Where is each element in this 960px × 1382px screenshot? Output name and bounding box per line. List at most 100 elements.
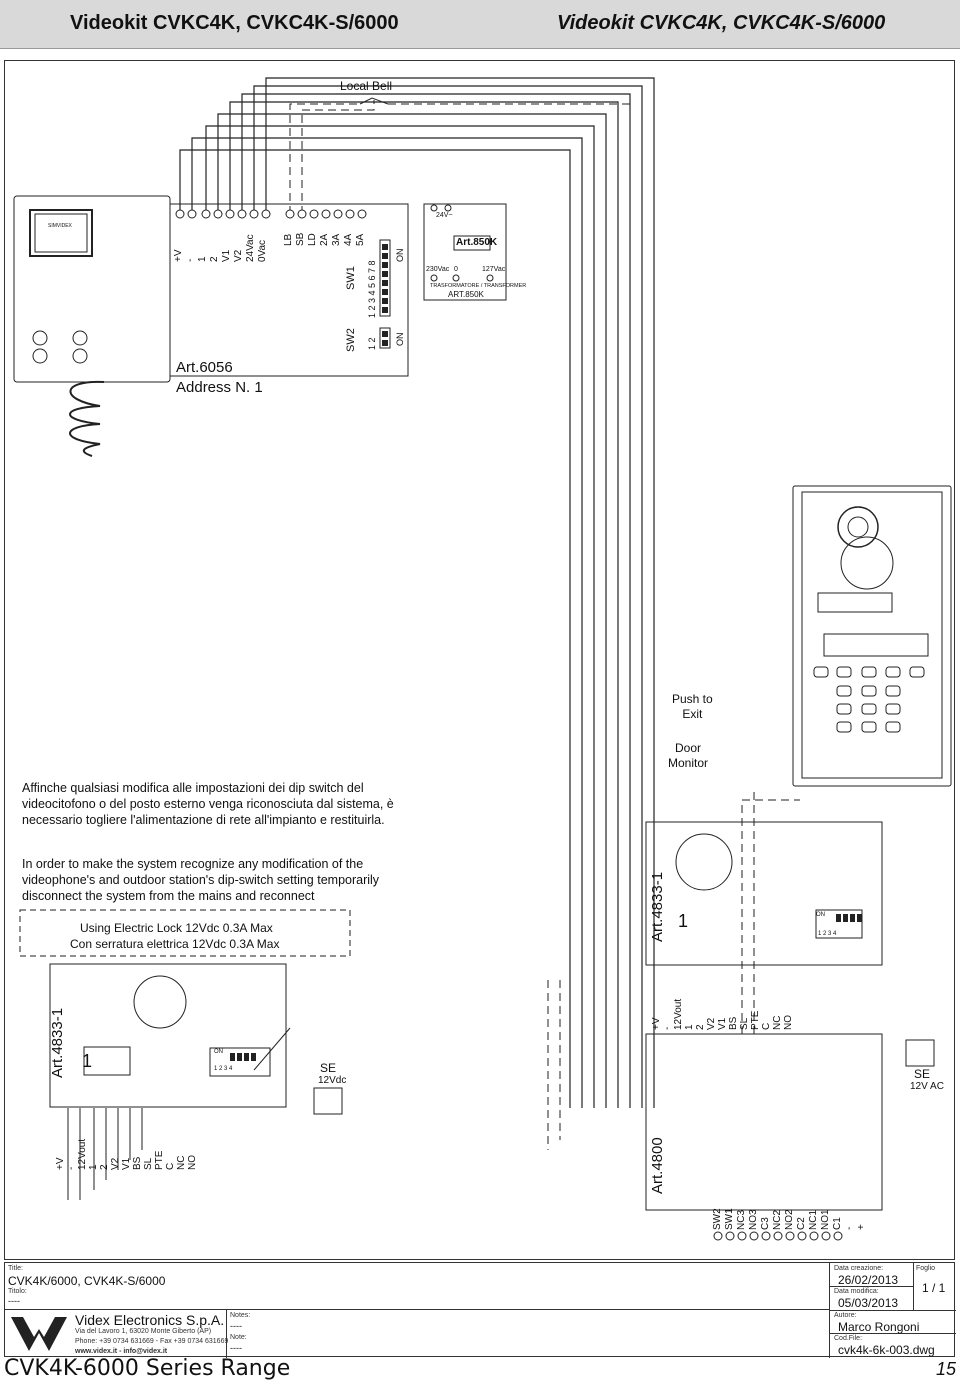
monitor-terminal-label: 3A xyxy=(331,233,342,246)
note-italian: Affinche qualsiasi modifica alle imposta… xyxy=(22,781,394,827)
power-unit-terminal-label: NO3 xyxy=(748,1209,759,1230)
monitor-address: Address N. 1 xyxy=(176,379,263,396)
sw1-on: ON xyxy=(395,248,405,263)
monitor-terminal-label: LD xyxy=(307,233,318,246)
tb-titolo-value: ---- xyxy=(8,1296,20,1306)
module-right-terminal-label: PTE xyxy=(750,1010,761,1030)
module-left-dip-numbers: 1 2 3 4 xyxy=(214,1066,233,1072)
lock-se-left xyxy=(313,1087,343,1115)
module-right-terminal-label: SL xyxy=(739,1017,750,1030)
power-unit-terminal-label: C1 xyxy=(832,1217,843,1230)
power-unit-terminal-label: - xyxy=(844,1226,855,1230)
transformer-in-0: 0 xyxy=(454,266,458,273)
tb-title-value: CVK4K/6000, CVK4K-S/6000 xyxy=(8,1274,166,1288)
sw1-label: SW1 xyxy=(345,266,357,290)
transformer-850k xyxy=(423,203,507,301)
drawing-frame xyxy=(4,60,955,1260)
transformer-article: Art.850K xyxy=(456,237,498,248)
transformer-name-article: ART.850K xyxy=(448,290,484,299)
module-left-terminal-label: +V xyxy=(55,1157,66,1170)
module-left-terminal-label: - xyxy=(66,1166,77,1170)
module-left-number: 1 xyxy=(82,1051,93,1071)
module-left-terminal-label: V2 xyxy=(110,1157,121,1170)
monitor-terminal-label: 1 xyxy=(197,256,208,262)
power-unit-terminal-label: + xyxy=(856,1224,867,1230)
tb-sheet-value: 1 / 1 xyxy=(922,1281,946,1295)
module-right-article: Art.4833-1 xyxy=(649,871,666,942)
module-right-terminal-label: C xyxy=(761,1022,772,1030)
module-right-terminal-label: 12Vout xyxy=(673,998,684,1030)
door-monitor-label: Door Monitor xyxy=(668,741,709,770)
page-header: Videokit CVKC4K, CVKC4K-S/6000 Videokit … xyxy=(0,0,960,49)
lock-left-sub: 12Vdc xyxy=(318,1075,347,1086)
module-right-terminal-label: 1 xyxy=(684,1024,695,1030)
module-right-terminal-label: V2 xyxy=(706,1017,717,1030)
tb-company: Videx Electronics S.p.A. xyxy=(75,1312,225,1328)
local-bell-label: Local Bell xyxy=(340,79,393,93)
power-unit-4800 xyxy=(645,1033,883,1211)
module-right-terminal-label: - xyxy=(662,1026,673,1030)
lock-right-sub: 12V AC xyxy=(910,1081,944,1092)
monitor-terminal-label: 4A xyxy=(343,233,354,246)
sw1-numbers: 1 2 3 4 5 6 7 8 xyxy=(367,260,377,318)
power-unit-terminal-label: NO2 xyxy=(784,1209,795,1230)
monitor-terminal-label: SB xyxy=(295,232,306,246)
power-unit-terminal-label: SW1 xyxy=(724,1208,735,1230)
tb-titolo-label: Titolo: xyxy=(8,1288,27,1295)
power-unit-terminal-label: C2 xyxy=(796,1217,807,1230)
power-unit-terminal-label: NC2 xyxy=(772,1209,783,1230)
monitor-terminal-label: 0Vac xyxy=(257,239,268,262)
transformer-name: TRASFORMATORE / TRANSFORMER xyxy=(430,283,527,289)
tb-author-value: Marco Rongoni xyxy=(838,1320,920,1334)
videx-logo xyxy=(11,1317,67,1351)
tb-created-value: 26/02/2013 xyxy=(838,1273,899,1287)
module-left-terminal-label: V1 xyxy=(121,1157,132,1170)
monitor-terminal-label: 5A xyxy=(355,233,366,246)
title-block: Title: CVK4K/6000, CVK4K-S/6000 Titolo: … xyxy=(4,1262,956,1358)
module-right-terminal-label: NC xyxy=(772,1015,783,1030)
module-left-board xyxy=(49,963,287,1108)
tb-web: www.videx.it - info@videx.it xyxy=(75,1348,168,1355)
sw2-on: ON xyxy=(395,332,405,347)
tb-file-label: Cod.File: xyxy=(834,1335,863,1342)
tb-author-label: Autore: xyxy=(834,1312,857,1319)
power-unit-terminal-label: NC1 xyxy=(808,1209,819,1230)
tb-note-value: ---- xyxy=(230,1343,242,1353)
sw2-numbers: 1 2 xyxy=(367,337,377,350)
power-unit-article: Art.4800 xyxy=(649,1137,666,1194)
module-left-terminal-label: 1 xyxy=(88,1164,99,1170)
tb-title-label: Title: xyxy=(8,1265,23,1272)
outdoor-station-panel xyxy=(792,485,952,787)
module-right-terminal-label: BS xyxy=(728,1016,739,1030)
lock-note-english: Using Electric Lock 12Vdc 0.3A Max xyxy=(80,921,273,935)
module-right-board xyxy=(645,821,883,966)
tb-created-label: Data creazione: xyxy=(834,1265,884,1272)
monitor-terminal-label: - xyxy=(185,258,196,262)
monitor-terminal-label: V1 xyxy=(221,249,232,262)
power-unit-terminal-label: NC3 xyxy=(736,1209,747,1230)
monitor-terminal-label: 2 xyxy=(209,256,220,262)
monitor-screen xyxy=(29,209,93,257)
module-left-terminal-label: PTE xyxy=(154,1150,165,1170)
module-left-terminal-label: SL xyxy=(143,1157,154,1170)
tb-phone: Phone: +39 0734 631669 - Fax +39 0734 63… xyxy=(75,1338,229,1345)
monitor-terminal-label: V2 xyxy=(233,249,244,262)
footer-page-number: 15 xyxy=(936,1359,957,1379)
monitor-terminal-label: 24Vac xyxy=(245,234,256,262)
lock-se-right xyxy=(905,1039,935,1067)
module-left-terminal-label: NO xyxy=(187,1155,198,1170)
lock-left-label: SE xyxy=(320,1061,337,1075)
transformer-in-230: 230Vac xyxy=(426,266,450,273)
power-unit-terminal-label: SW2 xyxy=(712,1208,723,1230)
tb-modified-label: Data modifica: xyxy=(834,1288,879,1295)
module-left-terminal-label: 2 xyxy=(99,1164,110,1170)
transformer-top-label: 24V~ xyxy=(436,212,453,219)
lock-note-italian: Con serratura elettrica 12Vdc 0.3A Max xyxy=(70,937,280,951)
tb-address: Via del Lavoro 1, 63020 Monte Giberto (A… xyxy=(75,1328,212,1335)
tb-notes-label: Notes: xyxy=(230,1312,251,1319)
tb-notes-value: ---- xyxy=(230,1321,242,1331)
tb-note-label: Note: xyxy=(230,1334,247,1341)
power-unit-terminal-label: C3 xyxy=(760,1217,771,1230)
module-left-terminal-label: 12Vout xyxy=(77,1138,88,1170)
module-right-dip-numbers: 1 2 3 4 xyxy=(818,931,837,937)
